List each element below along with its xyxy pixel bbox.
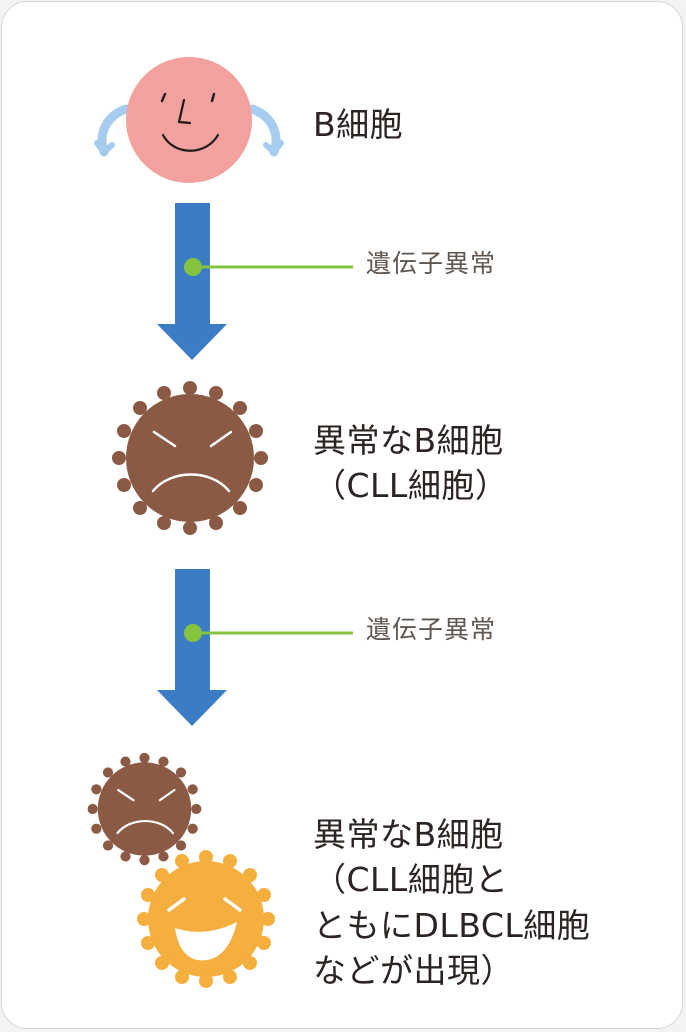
transition2-label: 遺伝子異常 [366, 615, 497, 644]
stage1-label: B細胞 [313, 105, 404, 144]
laughing-dlbcl-cell-icon [137, 850, 275, 988]
stage3-line2: （CLL細胞と [313, 860, 509, 899]
transition1-label: 遺伝子異常 [366, 249, 497, 278]
stage2-line2: （CLL細胞） [313, 466, 509, 505]
stage3-line3: ともにDLBCL細胞 [313, 906, 591, 945]
pointer-line [184, 258, 353, 276]
angry-cll-cell-icon [87, 752, 202, 866]
stage2-line1: 異常なB細胞 [313, 421, 504, 460]
down-arrow-icon [157, 203, 227, 360]
down-arrow-icon [157, 569, 227, 726]
smiling-b-cell-icon [94, 57, 284, 183]
stage3-line4: などが出現） [313, 951, 514, 990]
pointer-line [184, 624, 353, 642]
stage3-line1: 異常なB細胞 [313, 815, 504, 854]
angry-cll-cell-icon [112, 381, 268, 535]
